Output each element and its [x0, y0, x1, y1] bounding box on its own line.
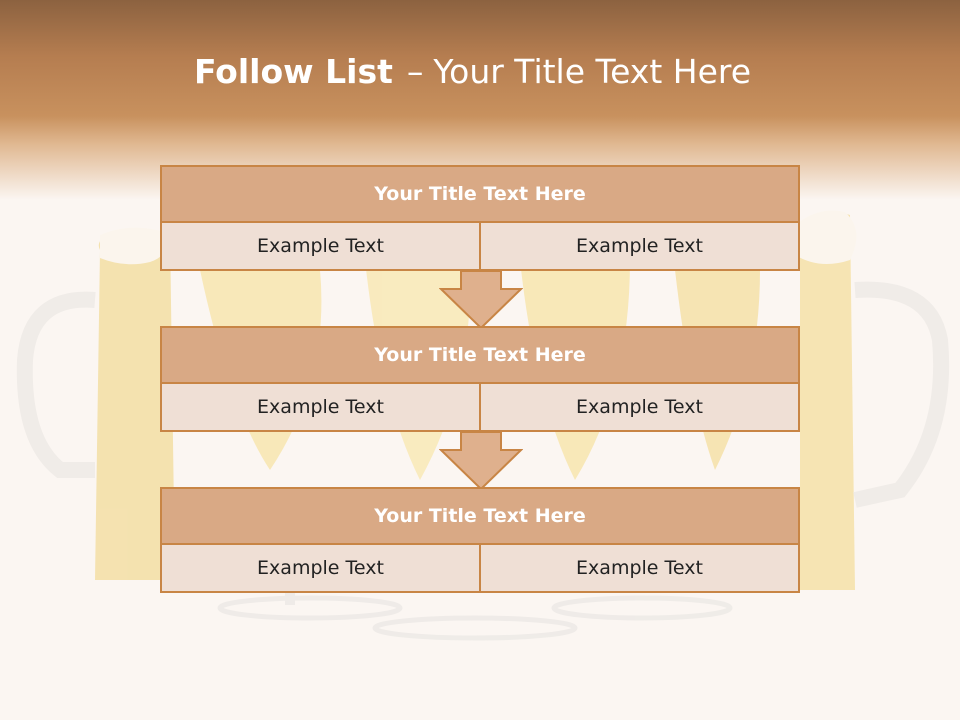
block-row: Example Text Example Text: [160, 223, 800, 271]
down-arrow-icon: [439, 431, 523, 491]
block-cell-left: Example Text: [160, 384, 481, 432]
block-cell-right: Example Text: [481, 545, 800, 593]
block-cell-left: Example Text: [160, 223, 481, 271]
block-row: Example Text Example Text: [160, 384, 800, 432]
slide-title: Follow List–Your Title Text Here: [0, 52, 945, 91]
block-title: Your Title Text Here: [160, 326, 800, 384]
title-bold-part: Follow List: [193, 52, 393, 91]
block-cell-left: Example Text: [160, 545, 481, 593]
list-block-1: Your Title Text Here Example Text Exampl…: [160, 165, 800, 271]
block-cell-right: Example Text: [481, 384, 800, 432]
list-block-2: Your Title Text Here Example Text Exampl…: [160, 326, 800, 432]
block-title: Your Title Text Here: [160, 487, 800, 545]
block-title: Your Title Text Here: [160, 165, 800, 223]
list-block-3: Your Title Text Here Example Text Exampl…: [160, 487, 800, 593]
block-cell-right: Example Text: [481, 223, 800, 271]
title-rest-part: Your Title Text Here: [433, 52, 752, 91]
title-separator: –: [406, 52, 424, 91]
block-row: Example Text Example Text: [160, 545, 800, 593]
down-arrow-icon: [439, 270, 523, 330]
